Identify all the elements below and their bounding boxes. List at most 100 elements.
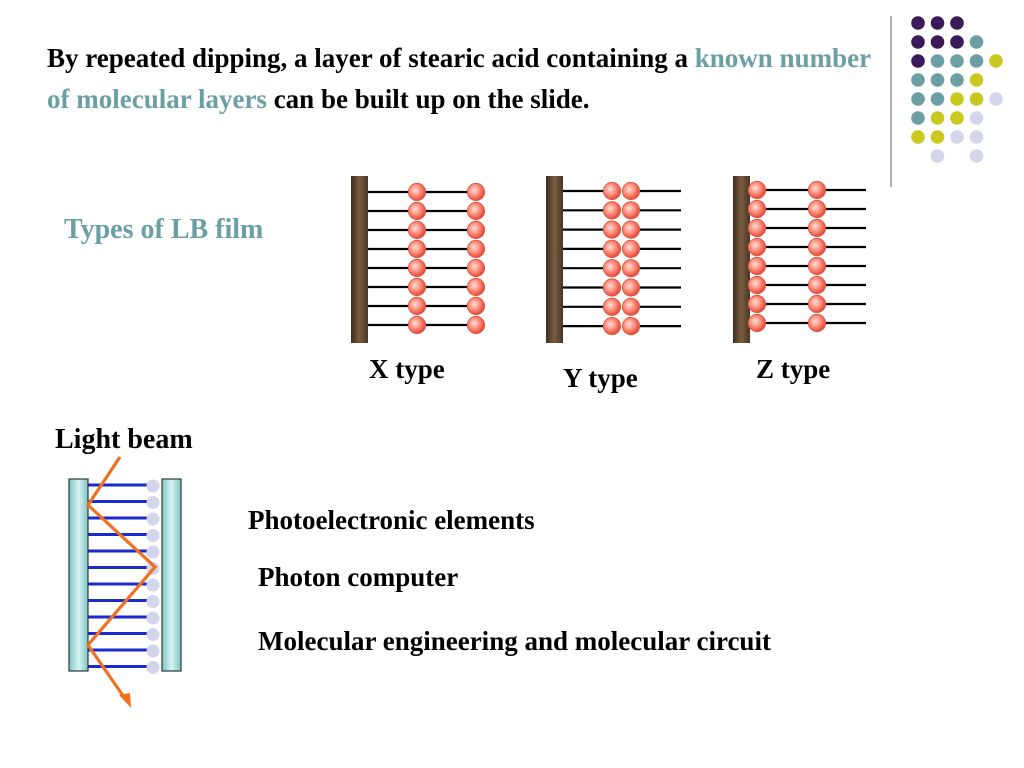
decorative-dot (930, 149, 945, 163)
right-glass-slide (161, 478, 182, 672)
polar-head (602, 181, 622, 201)
z-type-film-diagram (733, 176, 866, 343)
intro-highlight: known number of molecular layers (47, 43, 871, 114)
molecule-head (146, 595, 160, 608)
polar-head (807, 256, 827, 276)
decorative-dot (969, 130, 984, 144)
molecule-head (146, 644, 160, 658)
decorative-dot (969, 111, 984, 125)
polar-head (407, 296, 427, 316)
polar-head (621, 317, 641, 336)
polar-head (747, 199, 767, 219)
decorative-dot (930, 73, 945, 87)
substrate-slide (546, 176, 563, 343)
polar-head (602, 201, 622, 220)
y-type-label: Y type (563, 363, 638, 393)
molecule-head (146, 512, 160, 526)
decorative-dot (930, 16, 945, 30)
polar-head (621, 278, 641, 297)
polar-head (747, 180, 767, 200)
molecule-head (146, 496, 160, 509)
decorative-dot (930, 130, 945, 144)
polar-head (602, 220, 622, 239)
decorative-dot (950, 54, 964, 68)
polar-head (407, 277, 427, 297)
decorative-dot (969, 35, 984, 49)
polar-head (466, 239, 486, 259)
decorative-dot (930, 92, 945, 106)
polar-head (747, 237, 767, 257)
molecule-head (146, 578, 160, 592)
polar-head (621, 259, 641, 278)
application-item: Photon computer (258, 562, 459, 592)
substrate-slide (733, 176, 750, 343)
intro-text-part1: By repeated dipping, a layer of stearic … (47, 43, 695, 73)
polar-head (466, 315, 486, 335)
polar-head (807, 237, 827, 257)
left-glass-slide (68, 478, 89, 672)
polar-head (747, 218, 767, 238)
polar-head (621, 220, 641, 239)
decorative-dot (911, 16, 925, 30)
polar-head (807, 218, 827, 238)
polar-head (807, 199, 827, 219)
decorative-dot (911, 92, 925, 106)
decorative-dot (950, 111, 964, 125)
polar-head (466, 277, 486, 297)
decorative-dot-grid (911, 16, 1003, 163)
polar-head (407, 182, 427, 202)
intro-text-part2: can be built up on the slide. (266, 84, 590, 114)
polar-head (602, 259, 622, 278)
polar-head (602, 317, 622, 336)
polar-head (747, 256, 767, 276)
y-type-film-diagram (546, 176, 681, 343)
polar-head (602, 278, 622, 297)
polar-head (747, 294, 767, 314)
polar-head (807, 313, 827, 333)
polar-head (407, 201, 427, 221)
polar-head (807, 294, 827, 314)
decorative-dot (930, 54, 945, 68)
molecule-head (146, 628, 160, 641)
x-type-label: X type (369, 354, 445, 384)
decorative-dot (950, 35, 964, 49)
decorative-dot (911, 73, 925, 87)
decorative-dot (989, 54, 1003, 68)
molecule-head (146, 479, 160, 493)
molecule-head (146, 529, 160, 542)
decorative-dot (911, 111, 925, 125)
polar-head (807, 275, 827, 295)
x-type-film-diagram (351, 176, 486, 343)
polar-head (602, 239, 622, 258)
molecule-head (146, 661, 160, 674)
polar-head (621, 297, 641, 316)
decorative-dot (930, 111, 945, 125)
light-beam-arrowhead (119, 693, 131, 708)
intro-paragraph: By repeated dipping, a layer of stearic … (47, 38, 877, 120)
types-of-film-title: Types of LB film (64, 214, 264, 245)
substrate-slide (351, 176, 368, 343)
polar-head (466, 201, 486, 221)
application-item: Photoelectronic elements (248, 505, 535, 535)
decorative-dot (911, 35, 925, 49)
polar-head (407, 258, 427, 278)
application-item: Molecular engineering and molecular circ… (258, 626, 771, 656)
molecule-head (146, 611, 160, 625)
z-type-label: Z type (756, 354, 831, 384)
light-beam-device-diagram (68, 456, 182, 708)
decorative-dot (950, 73, 964, 87)
light-beam-path (85, 456, 158, 701)
polar-head (466, 296, 486, 316)
polar-head (621, 181, 641, 201)
polar-head (466, 258, 486, 278)
polar-head (747, 313, 767, 333)
decorative-dot (969, 149, 984, 163)
polar-head (747, 275, 767, 295)
polar-head (621, 201, 641, 220)
light-beam-label: Light beam (55, 424, 193, 455)
decorative-dot (911, 54, 925, 68)
polar-head (407, 220, 427, 240)
polar-head (466, 220, 486, 240)
decorative-dot (950, 130, 964, 144)
